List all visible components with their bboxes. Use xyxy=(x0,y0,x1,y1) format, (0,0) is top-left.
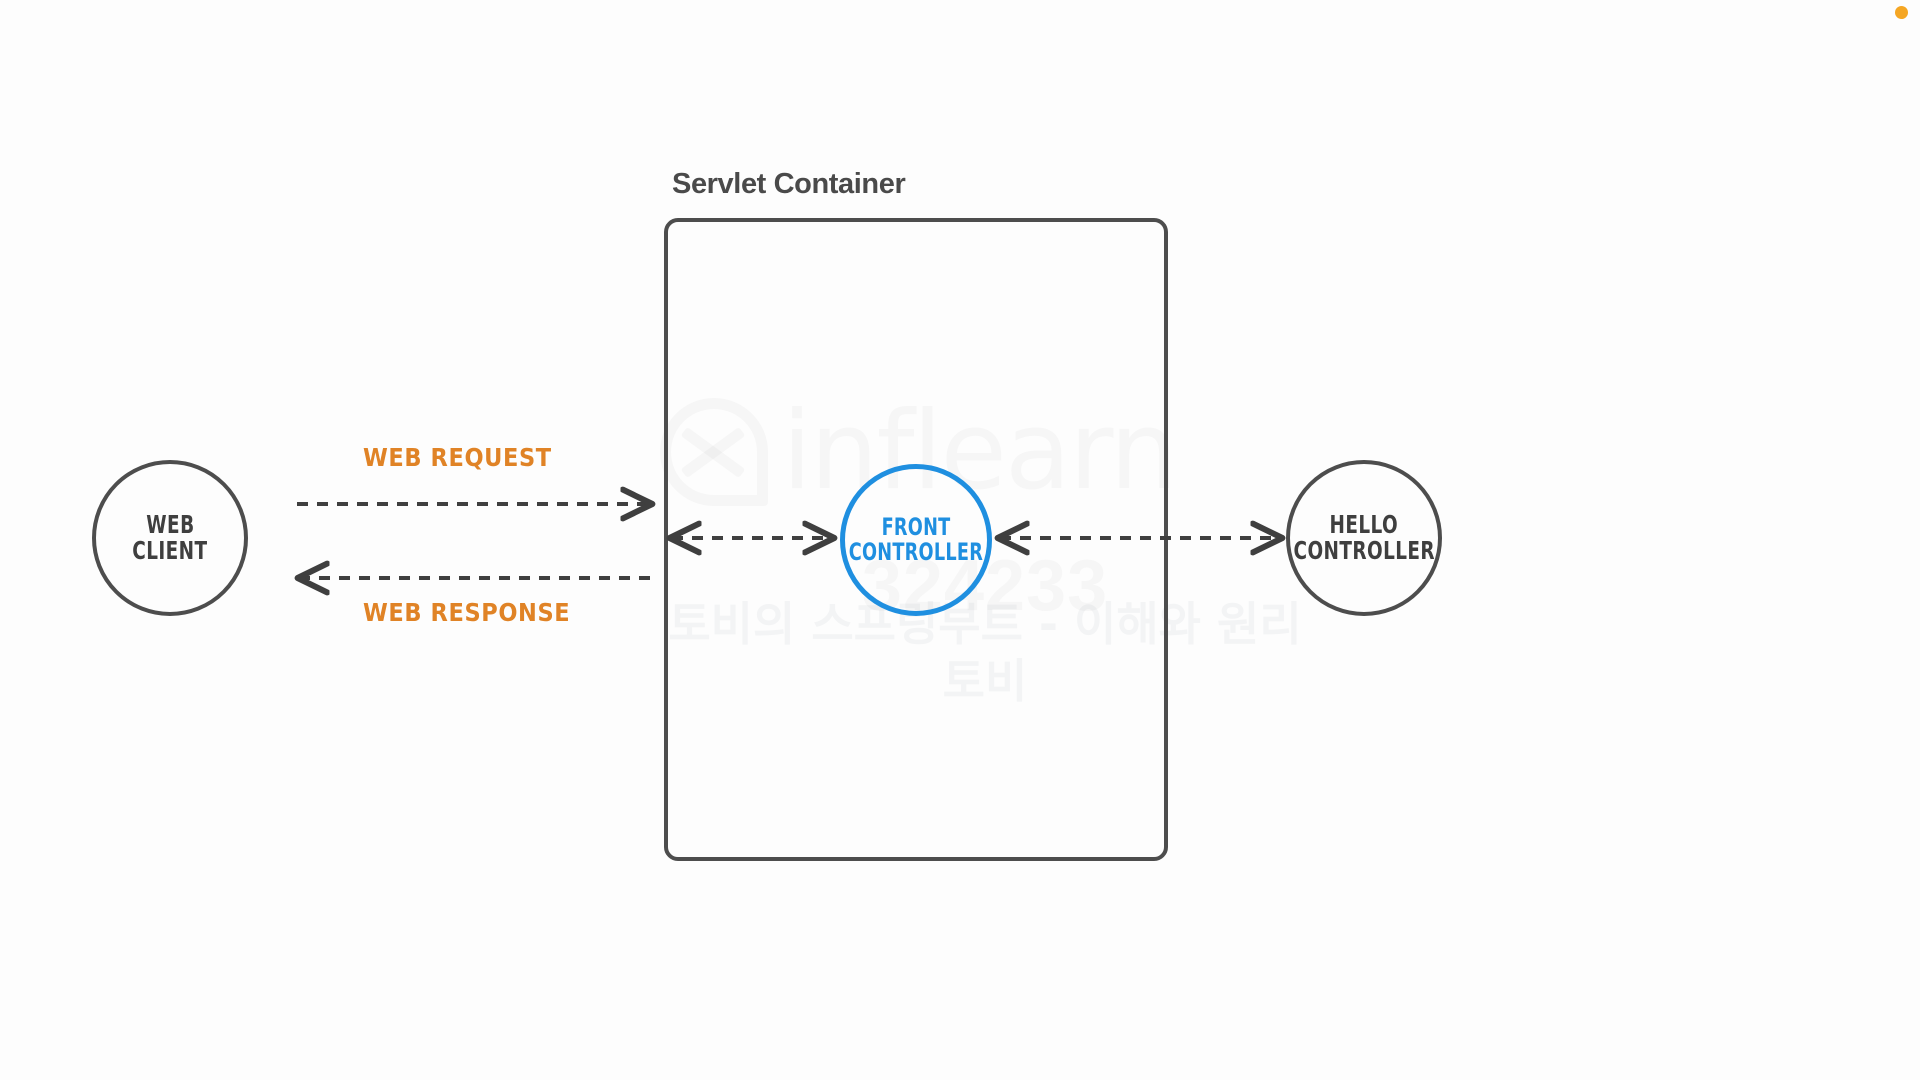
servlet-container-title: Servlet Container xyxy=(672,168,906,200)
node-front-controller-line-1: FRONT xyxy=(881,512,951,541)
node-web-client-line-2: CLIENT xyxy=(132,536,208,565)
node-hello-controller[interactable]: HELLO CONTROLLER xyxy=(1286,460,1442,616)
node-web-client-line-1: WEB xyxy=(145,509,195,539)
node-hello-controller-line-2: CONTROLLER xyxy=(1293,536,1435,565)
node-front-controller-line-2: CONTROLLER xyxy=(848,538,984,566)
flow-label-web-response: WEB RESPONSE xyxy=(363,598,571,627)
node-hello-controller-line-1: HELLO xyxy=(1329,509,1399,539)
flow-label-web-request: WEB REQUEST xyxy=(363,443,552,472)
corner-indicator-dot xyxy=(1895,6,1908,19)
node-front-controller[interactable]: FRONT CONTROLLER xyxy=(840,464,992,616)
node-web-client[interactable]: WEB CLIENT xyxy=(92,460,248,616)
